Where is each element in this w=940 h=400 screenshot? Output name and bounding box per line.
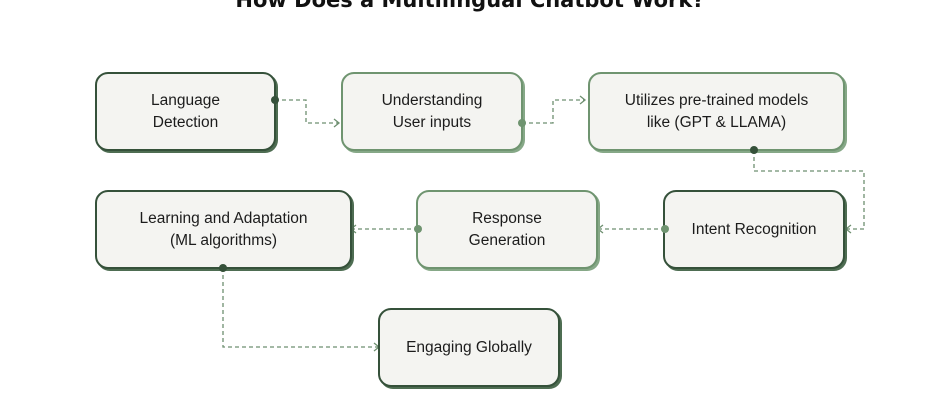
step-label: Intent Recognition bbox=[691, 220, 817, 238]
step-response-generation: Response Generation bbox=[416, 190, 598, 269]
step-label: Language Detection bbox=[151, 91, 220, 131]
arrowhead-icon bbox=[844, 224, 852, 234]
diagram-title: How Does a Multilingual Chatbot Work? bbox=[235, 0, 705, 12]
connector-dot bbox=[219, 264, 227, 272]
connector-learning-to-engaging bbox=[222, 268, 378, 348]
step-language-detection: Language Detection bbox=[95, 72, 276, 151]
step-label: Engaging Globally bbox=[406, 338, 532, 356]
arrowhead-icon bbox=[579, 95, 587, 105]
connector-models-to-intent bbox=[753, 150, 865, 230]
connector-dot bbox=[271, 96, 279, 104]
step-intent-recognition: Intent Recognition bbox=[663, 190, 845, 269]
arrowhead-icon bbox=[333, 118, 341, 128]
connector-understanding-to-models bbox=[522, 99, 584, 124]
connector-language-to-understanding bbox=[275, 99, 338, 124]
connector-dot bbox=[661, 225, 669, 233]
step-pretrained-models: Utilizes pre-trained models like (GPT & … bbox=[588, 72, 845, 151]
step-label: Utilizes pre-trained models like (GPT & … bbox=[624, 91, 809, 131]
connector-dot bbox=[518, 119, 526, 127]
arrowhead-icon bbox=[596, 224, 604, 234]
step-label: Understanding User inputs bbox=[381, 91, 483, 131]
step-label: Learning and Adaptation (ML algorithms) bbox=[139, 209, 308, 249]
step-label: Response Generation bbox=[468, 209, 546, 249]
step-understanding-user-inputs: Understanding User inputs bbox=[341, 72, 523, 151]
connector-dot bbox=[414, 225, 422, 233]
connector-dot bbox=[750, 146, 758, 154]
step-engaging-globally: Engaging Globally bbox=[378, 308, 560, 387]
